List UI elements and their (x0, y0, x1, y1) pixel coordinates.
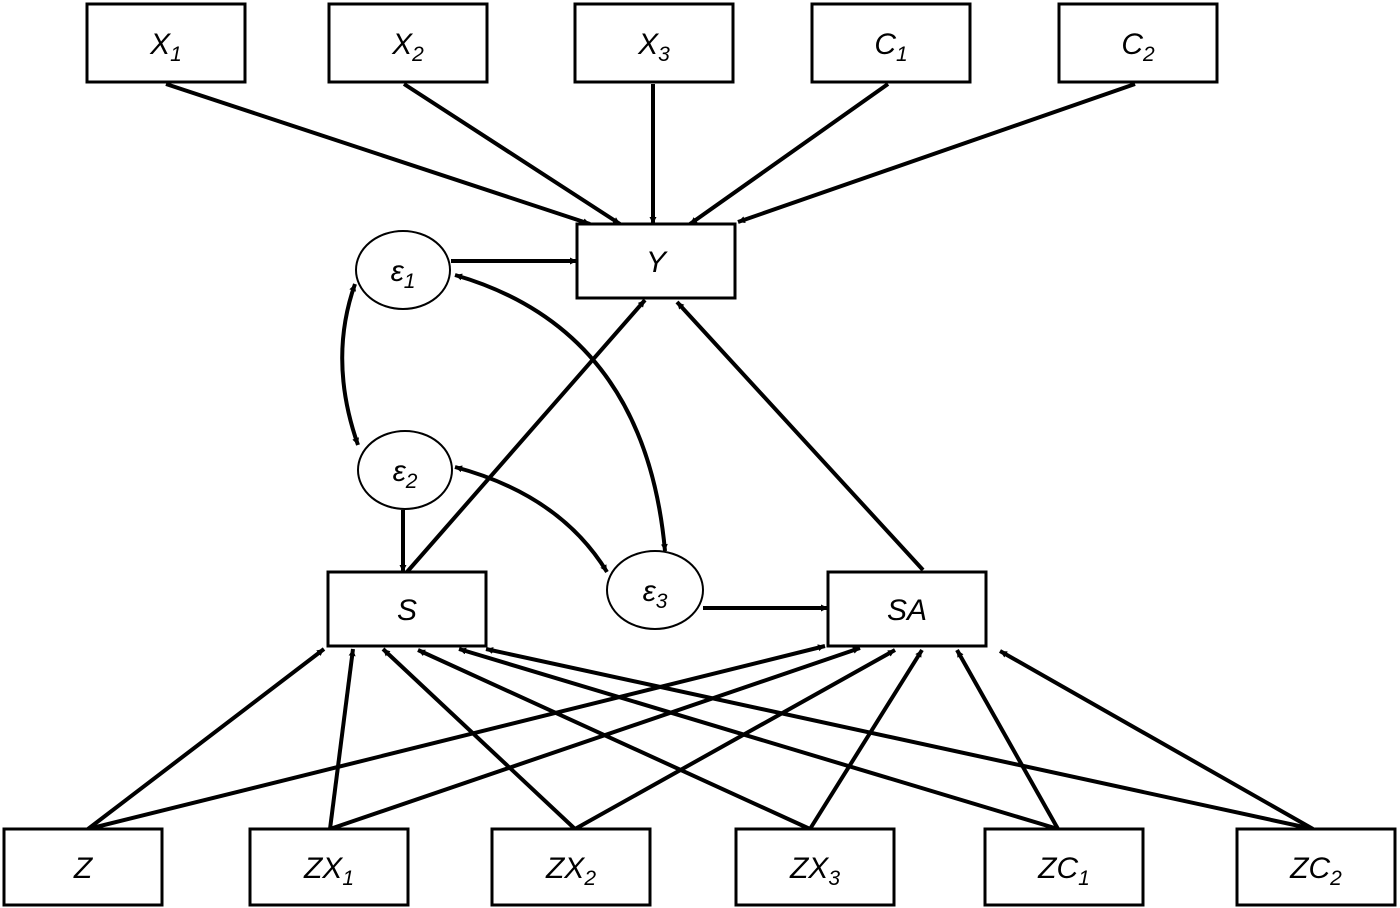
node-z: Z (2, 827, 164, 907)
node-label: ε2 (393, 455, 418, 493)
covariance-e2-to-e3 (454, 465, 609, 574)
node-zx1: ZX1 (248, 827, 410, 907)
variable-box (326, 570, 488, 648)
node-sa: SA (826, 570, 988, 648)
path-arrow-c1-to-y (688, 82, 890, 226)
path-arrow-sa-to-y (675, 300, 925, 572)
edges-layer (86, 82, 1314, 831)
node-e2: ε2 (357, 430, 453, 510)
node-label: Z (73, 852, 94, 885)
variable-box (734, 827, 896, 907)
path-arrow-x1-to-y (165, 82, 591, 226)
path-arrow-zx1-to-sa (329, 646, 861, 831)
path-arrow-zx3-to-sa (808, 648, 924, 831)
node-zx3: ZX3 (734, 827, 896, 907)
variable-box (826, 570, 988, 648)
path-arrow-zx1-to-s (328, 648, 356, 830)
path-arrow-zc2-to-s (485, 647, 1314, 831)
node-c1: C1 (810, 2, 972, 84)
variable-box (490, 827, 652, 907)
path-arrow-z-to-s (86, 647, 326, 831)
node-x3: X3 (573, 2, 735, 84)
node-label: C1 (874, 28, 907, 66)
node-e1: ε1 (355, 230, 451, 310)
path-arrow-z-to-sa (87, 644, 826, 831)
node-label: X1 (149, 28, 182, 66)
error-term-ellipse (606, 550, 704, 630)
variable-box (810, 2, 972, 84)
path-arrow-c2-to-y (737, 82, 1136, 224)
node-c2: C2 (1057, 2, 1219, 84)
node-label: ZC1 (1037, 852, 1090, 890)
variable-box (85, 2, 247, 84)
variable-box (983, 827, 1145, 907)
node-label: ZX3 (789, 852, 840, 890)
node-zx2: ZX2 (490, 827, 652, 907)
node-e3: ε3 (606, 550, 704, 630)
path-arrow-zx2-to-sa (574, 648, 896, 831)
node-label: S (397, 594, 417, 627)
path-arrow-zx2-to-s (381, 647, 577, 831)
node-label: ZX2 (545, 852, 596, 890)
covariance-e1-to-e2 (340, 283, 360, 446)
node-label: X3 (637, 28, 670, 66)
variable-box (573, 2, 735, 84)
error-term-ellipse (355, 230, 451, 310)
node-label: ZX1 (303, 852, 354, 890)
node-label: ε3 (643, 575, 668, 613)
node-s: S (326, 570, 488, 648)
node-x2: X2 (327, 2, 489, 84)
node-x1: X1 (85, 2, 247, 84)
node-y: Y (575, 222, 737, 300)
variable-box (248, 827, 410, 907)
path-arrow-zx3-to-s (417, 648, 811, 831)
node-label: X2 (391, 28, 424, 66)
path-arrow-zc1-to-sa (955, 649, 1060, 830)
node-label: Y (646, 246, 668, 279)
covariance-e1-to-e3 (454, 273, 668, 552)
node-zc2: ZC2 (1235, 827, 1397, 907)
node-label: ε1 (391, 255, 416, 293)
error-term-ellipse (357, 430, 453, 510)
variable-box (1235, 827, 1397, 907)
path-arrow-zc1-to-s (458, 647, 1059, 831)
node-label: ZC2 (1289, 852, 1342, 890)
node-zc1: ZC1 (983, 827, 1145, 907)
variable-box (575, 222, 737, 300)
path-arrow-zc2-to-sa (999, 649, 1314, 831)
node-label: SA (887, 594, 927, 627)
node-label: C2 (1121, 28, 1155, 66)
path-arrow-x2-to-y (402, 82, 622, 226)
variable-box (1057, 2, 1219, 84)
variable-box (327, 2, 489, 84)
path-arrow-s-to-y (405, 298, 647, 574)
variable-box (2, 827, 164, 907)
